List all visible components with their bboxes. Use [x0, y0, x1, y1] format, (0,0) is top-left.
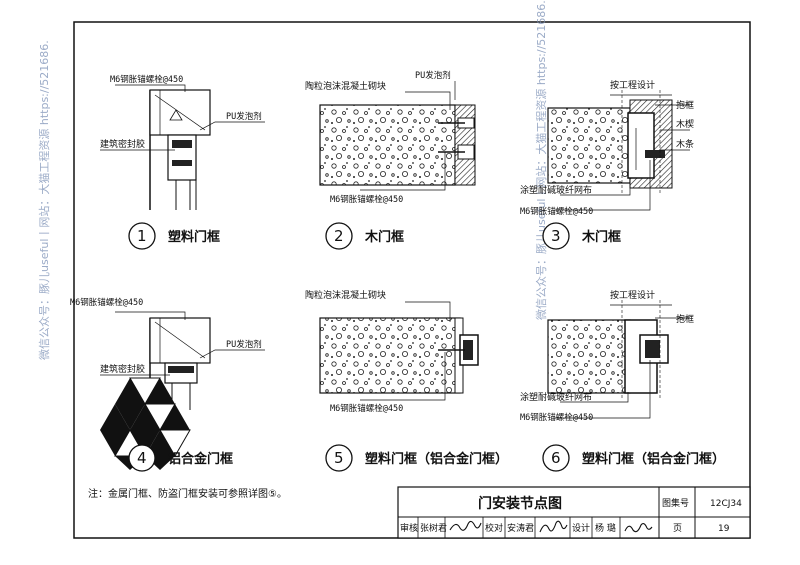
sheet-note: 注：金属门框、防盗门框安装可参照详图⑤。	[88, 487, 287, 500]
detail-3-label-anchor: M6钢胀锚螺栓@450	[520, 206, 593, 217]
detail-5-label-block: 陶粒泡沫混凝土砌块	[305, 289, 386, 301]
detail-3-label-design: 按工程设计	[610, 79, 655, 91]
detail-1-title: 塑料门框	[168, 229, 220, 245]
detail-6-number: 6	[551, 449, 561, 467]
detail-6-label-mesh: 涂塑耐碱玻纤网布	[520, 391, 592, 403]
check-label: 校对	[485, 522, 503, 534]
design-label: 设计	[572, 522, 590, 534]
caption-row-1: 1 塑料门框 2 木门框 3 木门框	[128, 222, 621, 250]
detail-3-title: 木门框	[581, 229, 621, 245]
watermark-left: 微信公众号：豚儿useful丨网站：大猫工程资源 https://521686.	[37, 40, 51, 360]
detail-3-label-strip: 木条	[676, 138, 694, 150]
atlas-value: 12CJ34	[710, 499, 742, 509]
detail-6-label-anchor: M6钢胀锚螺栓@450	[520, 412, 593, 423]
detail-2-label-block: 陶粒泡沫混凝土砌块	[305, 80, 386, 92]
detail-3-label-mesh: 涂塑耐碱玻纤网布	[520, 184, 592, 196]
detail-2-label-anchor: M6钢胀锚螺栓@450	[330, 194, 403, 205]
title-block-title: 门安装节点图	[478, 495, 562, 512]
detail-4-label-sealant: 建筑密封胶	[100, 363, 145, 375]
detail-3: 按工程设计 抱框 木楔 木条 涂塑耐碱玻纤网布 M6钢胀锚螺栓@450	[520, 79, 694, 217]
watermark-right: 微信公众号：豚儿useful丨网站：大猫工程资源 https://521686.	[534, 0, 548, 320]
detail-3-label-wedge: 木楔	[676, 118, 694, 130]
detail-3-number: 3	[551, 227, 561, 245]
detail-1-number: 1	[137, 227, 147, 245]
detail-6-label-frame: 抱框	[676, 313, 694, 325]
detail-5: 陶粒泡沫混凝土砌块 M6钢胀锚螺栓@450	[305, 289, 479, 414]
check-name: 安涛君	[507, 522, 534, 534]
atlas-label: 图集号	[662, 497, 689, 509]
detail-1: M6钢胀锚螺栓@450 PU发泡剂 建筑密封胶	[100, 74, 265, 210]
detail-1-label-sealant: 建筑密封胶	[100, 138, 145, 150]
detail-2-number: 2	[334, 227, 344, 245]
detail-6-title: 塑料门框（铝合金门框）	[582, 451, 725, 467]
detail-5-title: 塑料门框（铝合金门框）	[365, 451, 508, 467]
design-name: 杨 璐	[595, 522, 616, 534]
detail-2: 陶粒泡沫混凝土砌块 PU发泡剂 M6钢胀锚螺栓@450	[305, 70, 476, 205]
detail-4-number: 4	[137, 449, 147, 467]
detail-4-label-anchor: M6钢胀锚螺栓@450	[70, 297, 143, 308]
review-name: 张树君	[420, 522, 447, 534]
detail-4: M6钢胀锚螺栓@450 PU发泡剂 建筑密封胶	[70, 297, 265, 410]
detail-1-label-foam: PU发泡剂	[226, 111, 262, 122]
design-signature	[624, 523, 653, 533]
detail-4-title: 铝合金门框	[168, 451, 233, 467]
check-signature	[539, 520, 568, 533]
detail-1-label-anchor: M6钢胀锚螺栓@450	[110, 74, 183, 85]
detail-2-label-foam: PU发泡剂	[415, 70, 451, 81]
detail-6-label-design: 按工程设计	[610, 289, 655, 301]
detail-2-title: 木门框	[364, 229, 404, 245]
detail-5-label-anchor: M6钢胀锚螺栓@450	[330, 403, 403, 414]
detail-6: 按工程设计 抱框 涂塑耐碱玻纤网布 M6钢胀锚螺栓@450	[520, 289, 694, 423]
caption-row-2: 4 铝合金门框 5 塑料门框（铝合金门框） 6 塑料门框（铝合金门框）	[128, 444, 725, 472]
triangle-logo	[100, 377, 191, 470]
title-block: 门安装节点图 图集号 12CJ34 审核 张树君 校对 安涛君 设计 杨 璐 页…	[397, 486, 751, 539]
review-signature	[449, 520, 482, 531]
detail-3-label-frame: 抱框	[676, 99, 694, 111]
review-label: 审核	[400, 522, 418, 534]
detail-5-number: 5	[334, 449, 344, 467]
page-value: 19	[718, 524, 730, 534]
page-label: 页	[673, 523, 682, 534]
detail-4-label-foam: PU发泡剂	[226, 339, 262, 350]
